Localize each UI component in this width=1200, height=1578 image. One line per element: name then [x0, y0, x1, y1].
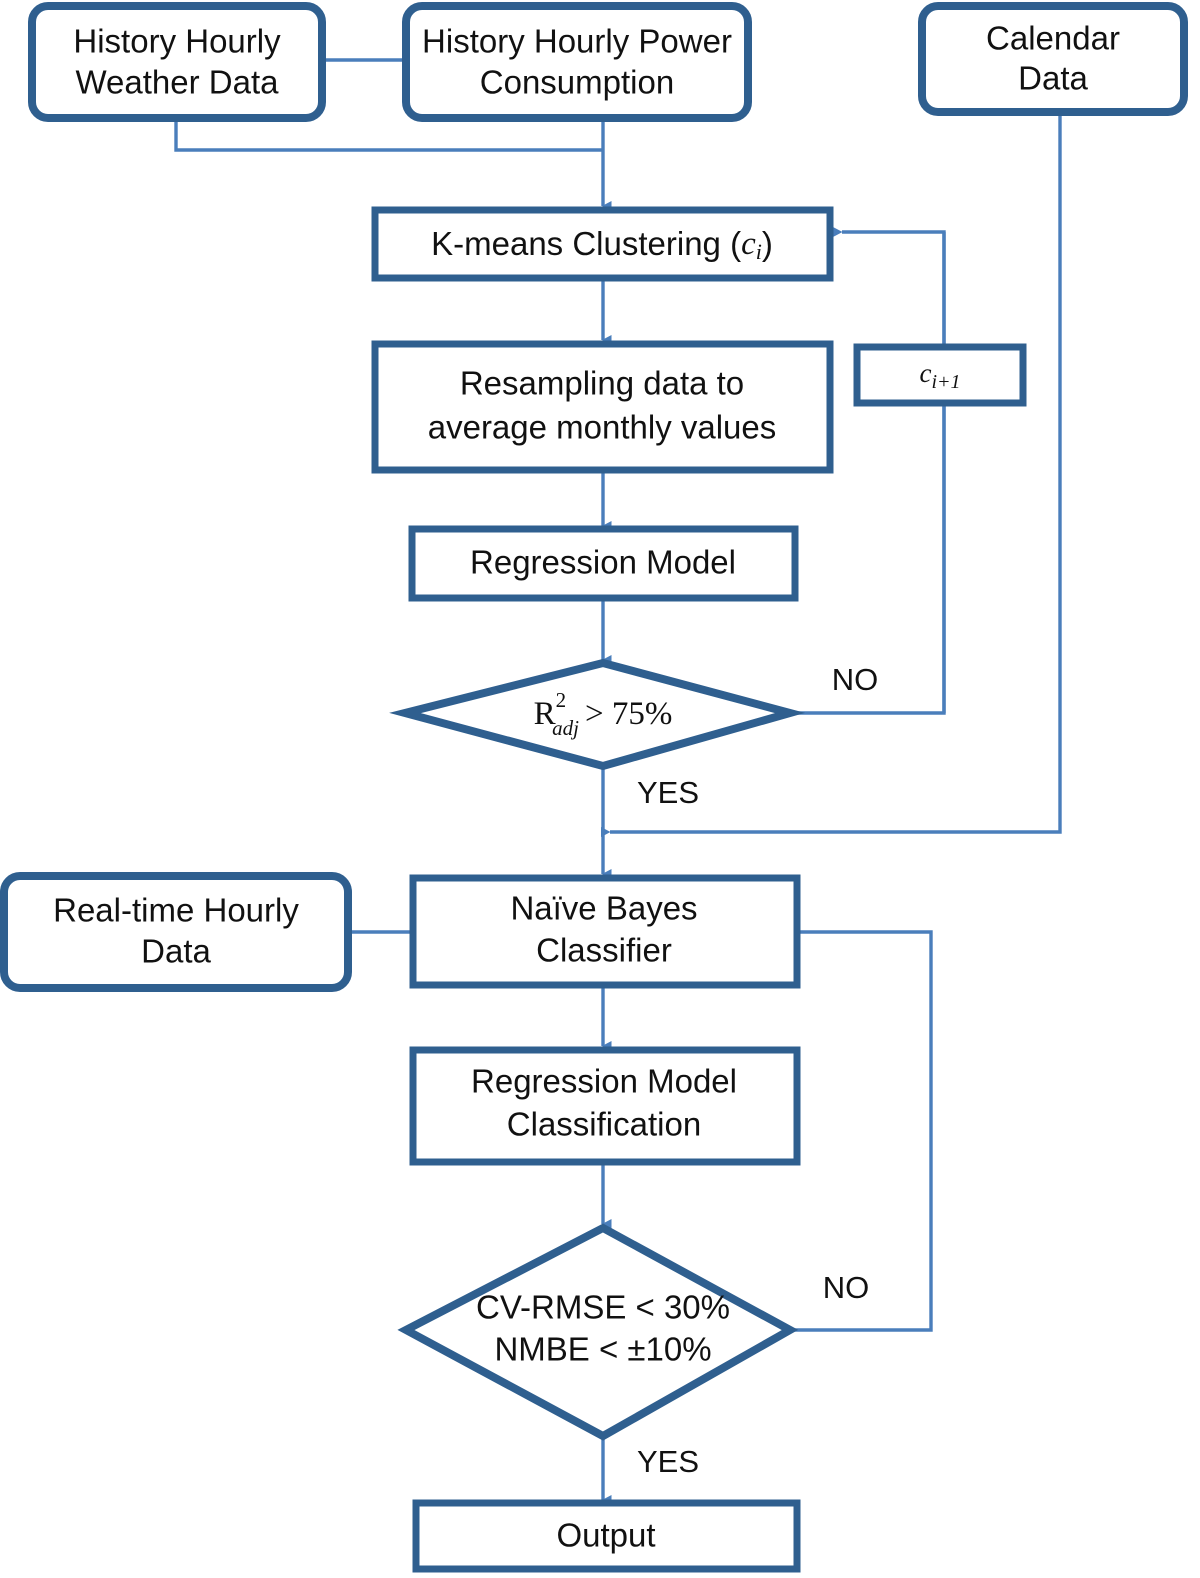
resampling-label-1: Resampling data to	[460, 365, 744, 402]
kmeans-label: K-means Clustering (ci)	[431, 225, 773, 264]
c-next-box[interactable]	[853, 343, 1027, 407]
kmeans-box[interactable]	[371, 206, 834, 282]
node-regression-model[interactable]: Regression Model	[408, 525, 799, 602]
node-regression-model-classification[interactable]: Regression Model Classification	[409, 1046, 801, 1166]
decision-r2-base: R	[534, 696, 556, 732]
kmeans-label-suffix: )	[762, 225, 773, 262]
output-box[interactable]	[412, 1499, 801, 1573]
edge-calendar-to-trunk	[601, 110, 1062, 837]
resampling-label-2: average monthly values	[428, 409, 777, 446]
connectors-layer	[174, 58, 1062, 1505]
calendar-data-label-1: Calendar	[986, 20, 1120, 57]
node-history-hourly-weather-data[interactable]: History Hourly Weather Data	[28, 2, 326, 122]
node-decision-cvrmse-nmbe[interactable]: CV-RMSE < 30% NMBE < ±10%	[397, 1223, 799, 1441]
realtime-data-box[interactable]	[0, 872, 352, 992]
realtime-data-label-1: Real-time Hourly	[53, 892, 299, 929]
kmeans-label-var: c	[741, 226, 756, 262]
regression-model-box[interactable]	[408, 525, 799, 602]
regression-classification-label-1: Regression Model	[471, 1063, 737, 1100]
node-c-next[interactable]: ci+1	[853, 343, 1027, 407]
naive-bayes-label-1: Naïve Bayes	[510, 890, 697, 927]
calendar-data-box[interactable]	[918, 2, 1188, 116]
decision-cvrmse-diamond[interactable]	[397, 1223, 799, 1441]
edge-weather-to-kmeans	[174, 118, 603, 152]
decision-r2-diamond[interactable]	[389, 658, 806, 771]
regression-model-label: Regression Model	[470, 544, 736, 581]
decision-r2-sub: adj	[552, 716, 579, 740]
regression-classification-box[interactable]	[409, 1046, 801, 1166]
decision-cvrmse-label-2: NMBE < ±10%	[494, 1331, 711, 1368]
node-realtime-hourly-data[interactable]: Real-time Hourly Data	[0, 872, 352, 992]
c-next-label-var: c	[919, 358, 931, 388]
calendar-data-label-2: Data	[1018, 60, 1088, 97]
node-history-hourly-power-consumption[interactable]: History Hourly Power Consumption	[402, 2, 752, 122]
node-naive-bayes-classifier[interactable]: Naïve Bayes Classifier	[409, 874, 801, 989]
decision-r2-label: R2 adj> 75%	[534, 688, 673, 740]
decision-r2-sup: 2	[556, 688, 567, 712]
naive-bayes-label-2: Classifier	[536, 932, 672, 969]
regression-classification-label-2: Classification	[507, 1106, 701, 1143]
node-kmeans-clustering[interactable]: K-means Clustering (ci)	[371, 206, 834, 282]
c-next-label: ci+1	[919, 358, 960, 392]
decision-r2-rest: > 75%	[585, 696, 672, 732]
edge-label-r2-no: NO	[832, 662, 879, 697]
node-decision-r2-adj[interactable]: R2 adj> 75%	[389, 658, 806, 771]
history-weather-box[interactable]	[28, 2, 326, 122]
history-power-label-1: History Hourly Power	[422, 23, 732, 60]
resampling-box[interactable]	[371, 340, 834, 474]
history-power-label-2: Consumption	[480, 64, 674, 101]
history-weather-label-2: Weather Data	[76, 64, 280, 101]
history-weather-label-1: History Hourly	[73, 23, 281, 60]
node-calendar-data[interactable]: Calendar Data	[918, 2, 1188, 116]
decision-cvrmse-label-1: CV-RMSE < 30%	[476, 1289, 730, 1326]
history-power-box[interactable]	[402, 2, 752, 122]
realtime-data-label-2: Data	[141, 933, 211, 970]
kmeans-label-prefix: K-means Clustering (	[431, 225, 741, 262]
edge-label-cvrmse-no: NO	[823, 1270, 870, 1305]
c-next-label-sub: i+1	[931, 371, 960, 393]
edge-cvrmse-no-loop	[788, 927, 933, 1332]
edge-label-cvrmse-yes: YES	[637, 1444, 699, 1479]
edge-label-r2-yes: YES	[637, 775, 699, 810]
naive-bayes-box[interactable]	[409, 874, 801, 989]
output-label: Output	[556, 1517, 655, 1554]
kmeans-label-sub: i	[756, 239, 762, 264]
node-output[interactable]: Output	[412, 1499, 801, 1573]
node-resampling[interactable]: Resampling data to average monthly value…	[371, 340, 834, 474]
